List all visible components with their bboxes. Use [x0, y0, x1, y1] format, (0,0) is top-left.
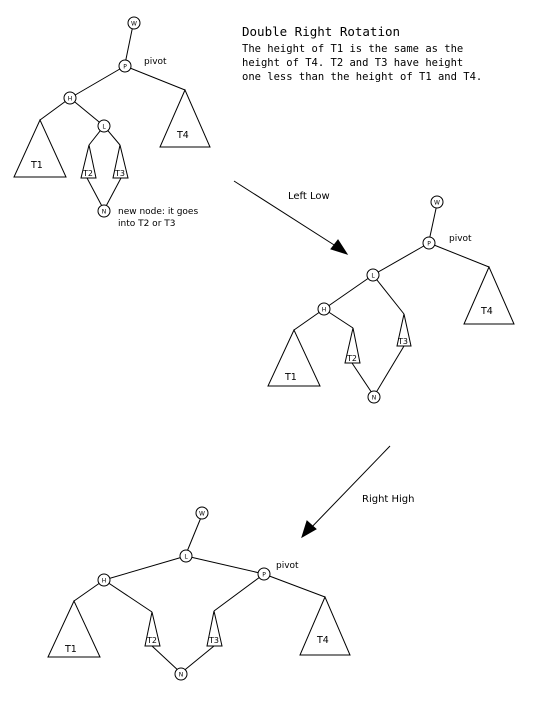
node-l-label: L	[102, 124, 106, 131]
edge2-l-t3	[372, 274, 405, 315]
arrow-right-high-shaft	[306, 445, 391, 533]
subtree3-t4-label: T4	[316, 635, 329, 646]
node-p-label: P	[123, 64, 127, 71]
subtree3-t4	[299, 595, 351, 656]
node3-p-label: P	[262, 572, 266, 579]
subtree2-t2-label: T2	[346, 354, 357, 363]
node-l	[97, 119, 111, 133]
node2-n-label: N	[372, 395, 377, 402]
subtree-t3	[112, 144, 129, 179]
arrow-left-low-head	[330, 239, 349, 255]
node-p	[118, 59, 132, 73]
edge2-t3-n	[373, 345, 405, 397]
node2-h	[317, 302, 331, 316]
arrow-left-low-shaft	[233, 180, 343, 251]
subtree3-t3	[206, 610, 223, 647]
tree-right-high: T1 T4 T2 T3 W L H P N pivot	[47, 506, 351, 681]
subtree2-t3	[396, 313, 412, 347]
edge3-l-p	[185, 555, 265, 575]
node2-w	[430, 195, 444, 209]
subtree3-t2-label: T2	[146, 636, 157, 645]
edge-p-t4	[124, 65, 186, 91]
node2-h-label: H	[322, 307, 327, 314]
edge3-l-h	[103, 555, 187, 581]
node2-l	[366, 268, 380, 282]
node3-l	[179, 549, 193, 563]
node3-n	[174, 667, 188, 681]
step-right-high-label: Right High	[362, 494, 415, 505]
node-w-label: W	[131, 21, 137, 28]
new-node-note-line-2: into T2 or T3	[118, 219, 175, 229]
node2-w-label: W	[434, 200, 440, 207]
pivot2-label: pivot	[449, 234, 472, 244]
arrow-right-high: Right High	[301, 445, 415, 539]
subtree-t4-label: T4	[176, 130, 189, 141]
pivot3-label: pivot	[276, 561, 299, 571]
arrow-right-high-head	[301, 520, 317, 539]
edge-p-h	[69, 65, 126, 99]
subtree-t2-label: T2	[82, 169, 93, 178]
tree-before: T1 T4 T2 T3 W P H L N pivot new node: it…	[13, 16, 211, 229]
edge3-t2-n	[151, 645, 182, 674]
node2-p	[422, 236, 436, 250]
node3-l-label: L	[184, 554, 188, 561]
description-line-2: height of T4. T2 and T3 have height	[242, 57, 463, 69]
edge2-w-p	[428, 203, 438, 242]
subtree2-t3-label: T3	[397, 337, 408, 346]
node3-p	[257, 567, 271, 581]
subtree3-t3-label: T3	[208, 636, 219, 645]
node-w	[127, 16, 141, 30]
subtree-t1	[13, 118, 67, 178]
subtree2-t2	[344, 327, 361, 364]
subtree2-t4-label: T4	[480, 306, 493, 317]
subtree-t4	[159, 88, 211, 148]
tree-left-low: T1 T4 T2 T3 W P L H N pivot	[267, 195, 515, 404]
edge3-p-t4	[263, 573, 326, 598]
edge3-h-t2	[103, 579, 153, 613]
subtree-t1-label: T1	[30, 160, 43, 171]
subtree2-t1-label: T1	[284, 372, 297, 383]
edge-t3-n	[103, 177, 122, 211]
node2-p-label: P	[427, 241, 431, 248]
node3-n-label: N	[179, 672, 184, 679]
node-n-label: N	[102, 209, 107, 216]
new-node-note-line-1: new node: it goes	[118, 207, 198, 217]
arrow-left-low: Left Low	[233, 180, 349, 255]
subtree3-t1-label: T1	[64, 644, 77, 655]
subtree2-t4	[463, 265, 515, 325]
edge2-t2-n	[351, 362, 375, 397]
node3-w	[195, 506, 209, 520]
node3-h-label: H	[102, 578, 107, 585]
edge-t2-n	[86, 177, 105, 211]
edge2-l-h	[323, 274, 374, 310]
subtree-t3-label: T3	[114, 169, 125, 178]
edge-w-p	[124, 24, 134, 65]
edge2-p-l	[372, 242, 430, 276]
subtree2-t1	[267, 328, 321, 387]
node3-h	[97, 573, 111, 587]
subtree-t2	[80, 144, 97, 179]
node-h-label: H	[68, 96, 73, 103]
edge3-w-l	[185, 514, 203, 555]
node3-w-label: W	[199, 511, 205, 518]
edge3-p-t3	[213, 573, 265, 612]
subtree3-t2	[144, 611, 161, 647]
edge-h-l	[69, 97, 105, 127]
diagram-title: Double Right Rotation	[242, 24, 400, 39]
description-line-1: The height of T1 is the same as the	[242, 43, 463, 55]
pivot-label: pivot	[144, 57, 167, 67]
node-h	[63, 91, 77, 105]
subtree3-t1	[47, 599, 101, 658]
node2-l-label: L	[371, 273, 375, 280]
description-line-3: one less than the height of T1 and T4.	[242, 71, 482, 83]
edge2-p-t4	[428, 242, 490, 268]
edge3-t3-n	[180, 645, 215, 674]
node-n	[97, 204, 111, 218]
step-left-low-label: Left Low	[288, 191, 330, 202]
node2-n	[367, 390, 381, 404]
